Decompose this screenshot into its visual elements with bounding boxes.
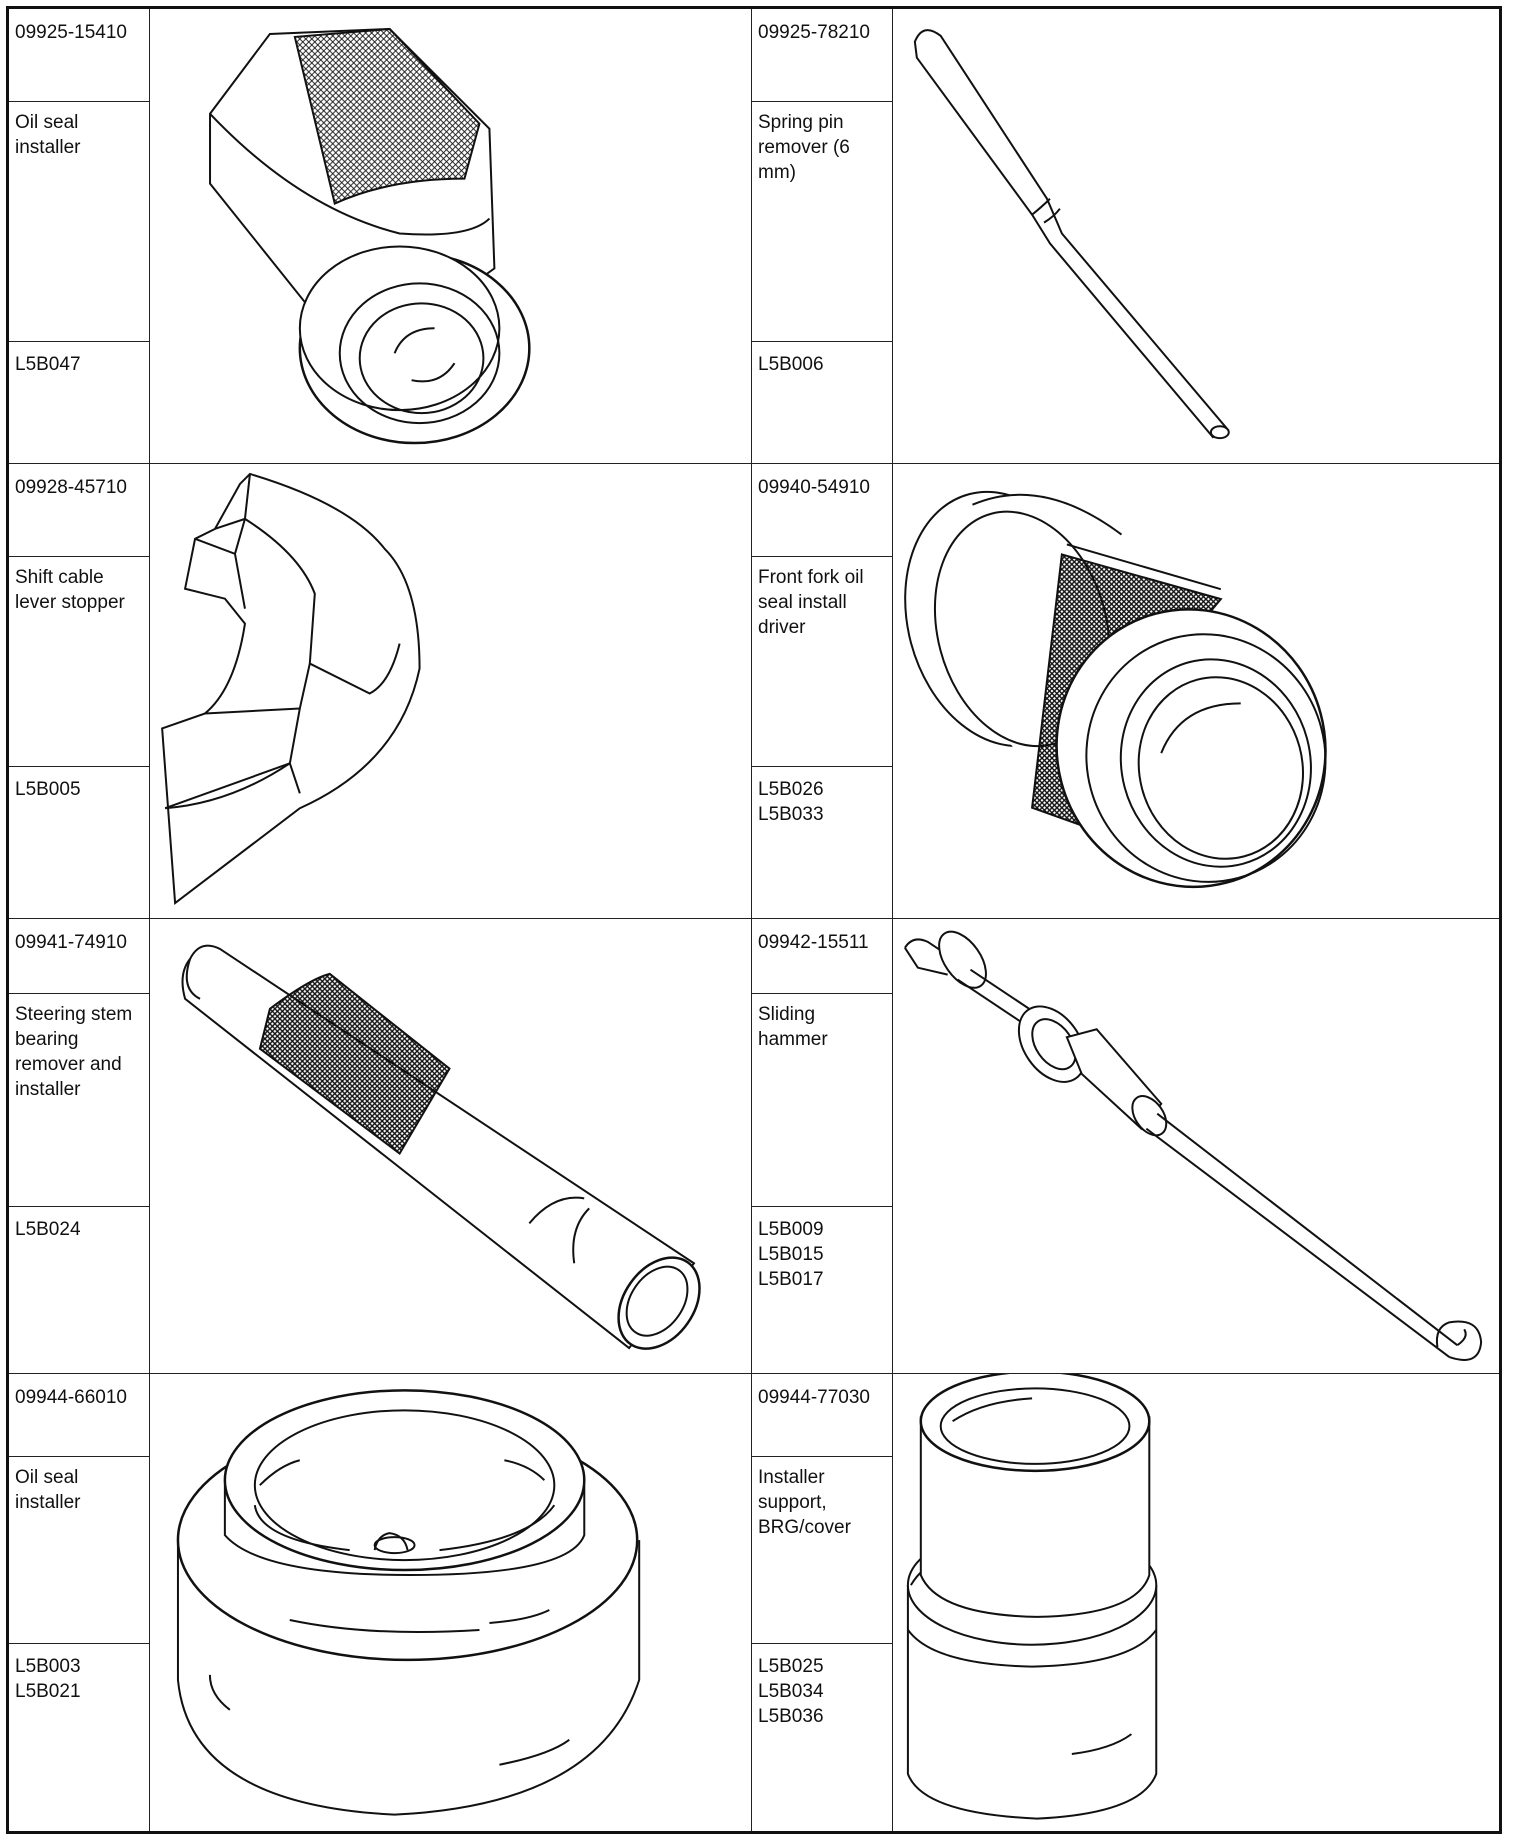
reference-code: L5B006 xyxy=(758,354,824,375)
reference-code: L5B034 xyxy=(758,1681,824,1702)
reference-codes: L5B003 L5B021 xyxy=(9,1644,149,1704)
steering-stem-bearing-tool-icon xyxy=(150,919,751,1373)
reference-code: L5B015 xyxy=(758,1244,824,1265)
tool-info-cell: 09925-78210 Spring pin remover (6 mm) L5… xyxy=(752,9,893,464)
part-number: 09925-78210 xyxy=(752,9,892,102)
tool-drawing-cell xyxy=(893,464,1499,919)
part-number: 09941-74910 xyxy=(9,919,149,994)
tool-description: Sliding hammer xyxy=(752,994,892,1207)
reference-code: L5B025 xyxy=(758,1656,824,1677)
tool-drawing-cell xyxy=(893,9,1499,464)
tool-info-cell: 09944-66010 Oil seal installer L5B003 L5… xyxy=(9,1374,150,1831)
reference-codes: L5B025 L5B034 L5B036 xyxy=(752,1644,892,1729)
reference-code: L5B047 xyxy=(15,354,81,375)
tool-description: Oil seal installer xyxy=(9,1457,149,1644)
part-number: 09944-66010 xyxy=(9,1374,149,1457)
reference-code: L5B009 xyxy=(758,1219,824,1240)
reference-codes: L5B006 xyxy=(752,342,892,377)
reference-code: L5B024 xyxy=(15,1219,81,1240)
front-fork-oil-seal-driver-icon xyxy=(893,464,1499,918)
tool-description: Spring pin remover (6 mm) xyxy=(752,102,892,342)
reference-code: L5B003 xyxy=(15,1656,81,1677)
tool-info-cell: 09925-15410 Oil seal installer L5B047 xyxy=(9,9,150,464)
reference-codes: L5B026 L5B033 xyxy=(752,767,892,827)
reference-code: L5B017 xyxy=(758,1269,824,1290)
part-number: 09942-15511 xyxy=(752,919,892,994)
tool-info-cell: 09941-74910 Steering stem bearing remove… xyxy=(9,919,150,1374)
tool-drawing-cell xyxy=(893,919,1499,1374)
part-number: 09944-77030 xyxy=(752,1374,892,1457)
reference-code: L5B036 xyxy=(758,1706,824,1727)
sliding-hammer-icon xyxy=(893,919,1499,1373)
tool-description: Oil seal installer xyxy=(9,102,149,342)
reference-code: L5B026 xyxy=(758,779,824,800)
tool-description: Installer support, BRG/cover xyxy=(752,1457,892,1644)
part-number: 09940-54910 xyxy=(752,464,892,557)
oil-seal-installer-ring-icon xyxy=(150,1374,751,1831)
tool-drawing-cell xyxy=(150,9,752,464)
tool-drawing-cell xyxy=(150,464,752,919)
reference-codes: L5B009 L5B015 L5B017 xyxy=(752,1207,892,1292)
reference-codes: L5B047 xyxy=(9,342,149,377)
shift-cable-lever-stopper-icon xyxy=(150,464,751,918)
tool-description: Front fork oil seal install driver xyxy=(752,557,892,767)
tool-description: Steering stem bearing remover and instal… xyxy=(9,994,149,1207)
reference-codes: L5B024 xyxy=(9,1207,149,1242)
part-number: 09925-15410 xyxy=(9,9,149,102)
tool-info-cell: 09940-54910 Front fork oil seal install … xyxy=(752,464,893,919)
tool-drawing-cell xyxy=(893,1374,1499,1831)
tool-info-cell: 09928-45710 Shift cable lever stopper L5… xyxy=(9,464,150,919)
reference-codes: L5B005 xyxy=(9,767,149,802)
spring-pin-remover-icon xyxy=(893,9,1499,463)
tool-drawing-cell xyxy=(150,1374,752,1831)
reference-code: L5B005 xyxy=(15,779,81,800)
part-number: 09928-45710 xyxy=(9,464,149,557)
installer-support-icon xyxy=(893,1374,1499,1831)
tool-info-cell: 09944-77030 Installer support, BRG/cover… xyxy=(752,1374,893,1831)
reference-code: L5B033 xyxy=(758,804,824,825)
special-tools-table: 09925-15410 Oil seal installer L5B047 xyxy=(6,6,1502,1834)
reference-code: L5B021 xyxy=(15,1681,81,1702)
tool-description: Shift cable lever stopper xyxy=(9,557,149,767)
oil-seal-installer-icon xyxy=(150,9,751,463)
tool-info-cell: 09942-15511 Sliding hammer L5B009 L5B015… xyxy=(752,919,893,1374)
tool-drawing-cell xyxy=(150,919,752,1374)
